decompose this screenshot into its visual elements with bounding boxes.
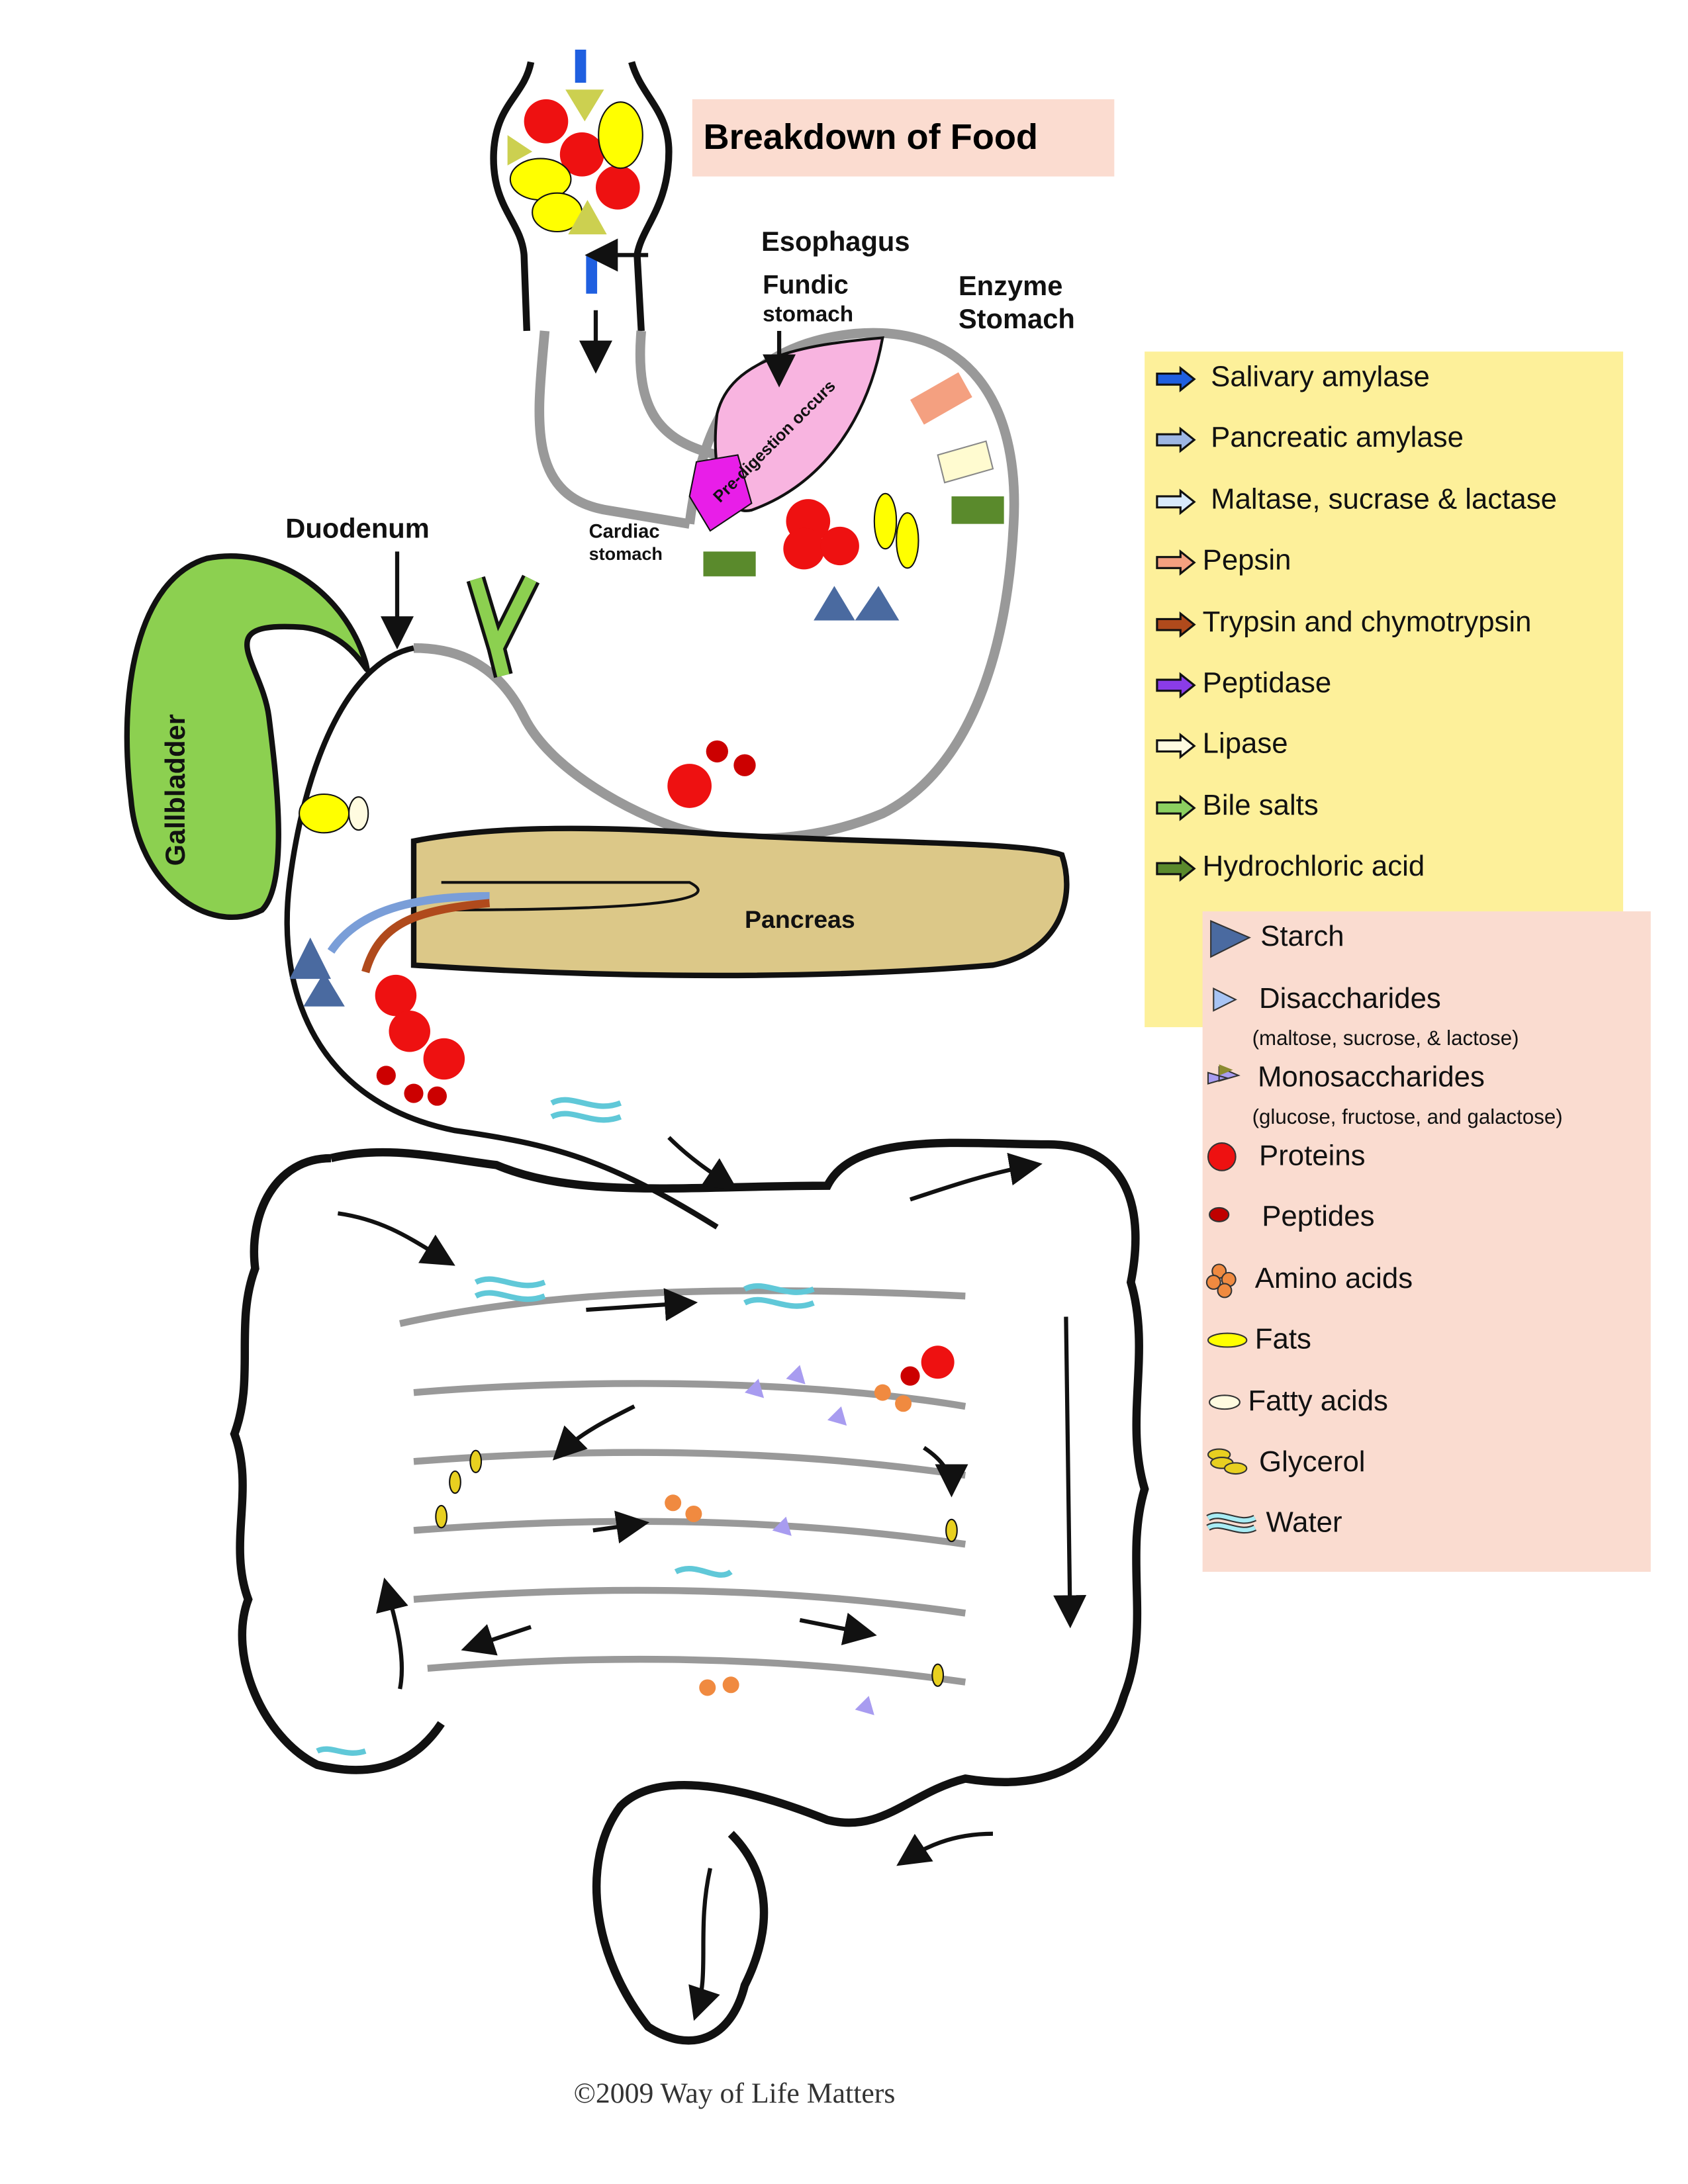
food-legend-label: Peptides [1262, 1201, 1375, 1233]
food-legend-label: Glycerol [1259, 1446, 1366, 1479]
large-triangle-icon [1210, 920, 1251, 958]
large-circle-icon [1207, 1142, 1237, 1171]
ellipse-cluster-icon [1207, 1448, 1248, 1475]
enzyme-legend-label: Hydrochloric acid [1202, 850, 1425, 883]
food-legend-note: (maltose, sucrose, & lactose) [1252, 1027, 1519, 1051]
copyright: ©2009 Way of Life Matters [573, 2076, 896, 2110]
duodenum-contents [289, 793, 465, 1106]
intestine-contents [316, 1097, 958, 1756]
pancreatic-amylase-arrow [327, 891, 490, 954]
circle-cluster-icon [1205, 1263, 1237, 1298]
label-fundic-stomach: stomach [763, 303, 854, 327]
enzyme-legend-label: Peptidase [1202, 667, 1332, 700]
trypsin-arrow [361, 899, 491, 974]
label-enzyme: Enzyme [958, 271, 1063, 302]
enzyme-legend-label: Salivary amylase [1211, 361, 1430, 393]
food-bolus [507, 49, 643, 294]
arrow-icon [1156, 488, 1196, 515]
label-esophagus: Esophagus [761, 227, 910, 258]
triple-triangle-icon [1207, 1064, 1241, 1085]
enzyme-legend-label: Lipase [1202, 728, 1288, 760]
flow-arrows [337, 238, 1087, 2021]
pancreas [410, 825, 1070, 979]
label-gallbladder: Gallbladder [161, 714, 192, 866]
enzyme-legend-label: Pancreatic amylase [1211, 422, 1464, 455]
arrow-icon [1156, 733, 1196, 760]
food-legend-label: Fats [1254, 1323, 1311, 1355]
arrow-icon [1156, 794, 1196, 821]
food-legend-note: (glucose, fructose, and galactose) [1252, 1105, 1563, 1130]
food-legend-label: Water [1266, 1507, 1342, 1539]
small-intestine-loops [399, 1287, 966, 1686]
mouth-outline [490, 61, 673, 332]
food-legend-label: Disaccharides [1259, 983, 1441, 1015]
wave-icon [1206, 1512, 1257, 1534]
esophagus-tube [534, 330, 719, 529]
arrow-icon [1156, 610, 1196, 637]
enzyme-legend-label: Pepsin [1202, 545, 1291, 577]
arrow-icon [1156, 365, 1196, 392]
label-duodenum: Duodenum [285, 514, 430, 545]
ellipse-outline-icon [1209, 1394, 1241, 1410]
label-pancreas: Pancreas [744, 905, 855, 934]
food-legend-label: Amino acids [1254, 1263, 1413, 1295]
label-cardiac-stomach: stomach [588, 543, 663, 565]
stomach-outline [413, 328, 1019, 844]
food-legend-label: Fatty acids [1248, 1385, 1388, 1418]
arrow-icon [1156, 549, 1196, 576]
enzyme-legend-label: Trypsin and chymotrypsin [1202, 606, 1532, 638]
small-triangle-icon [1213, 987, 1237, 1012]
gallbladder [124, 553, 370, 920]
stomach-contents [667, 372, 1004, 808]
label-fundic: Fundic [763, 271, 849, 301]
enzyme-legend-label: Bile salts [1202, 790, 1319, 822]
arrow-icon [1156, 427, 1196, 454]
food-legend [1202, 911, 1651, 1572]
food-legend-label: Starch [1260, 921, 1344, 953]
title-box: Breakdown of Food [692, 99, 1115, 177]
label-enzyme-stomach: Stomach [958, 304, 1075, 336]
enzyme-legend-label: Maltase, sucrase & lactase [1211, 483, 1557, 516]
duodenum-outline [284, 645, 719, 1230]
food-legend-label: Proteins [1259, 1140, 1366, 1172]
cardiac-stomach [688, 454, 753, 532]
label-cardiac: Cardiac [588, 520, 660, 542]
small-circle-icon [1209, 1206, 1230, 1222]
ellipse-icon [1207, 1332, 1248, 1348]
diagram-title: Breakdown of Food [703, 115, 1039, 158]
large-intestine-outline [230, 1138, 1149, 2045]
arrow-icon [1156, 672, 1196, 699]
arrow-icon [1156, 855, 1196, 882]
food-legend-label: Monosaccharides [1257, 1062, 1485, 1094]
